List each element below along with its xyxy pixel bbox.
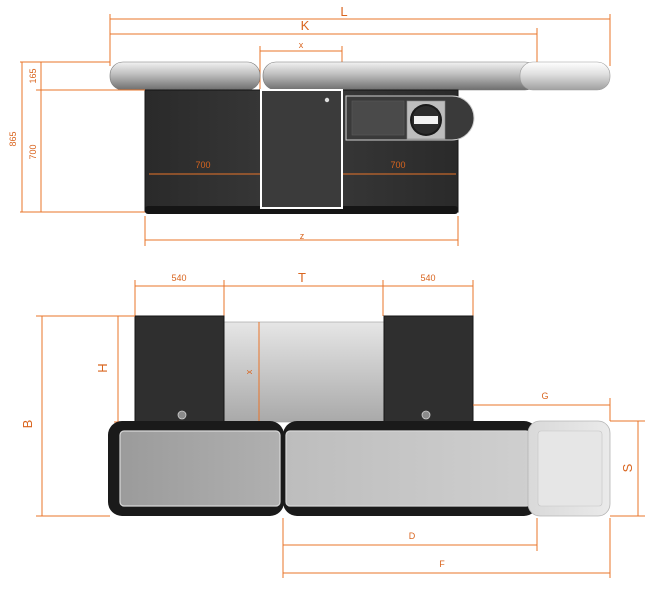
label-F: F xyxy=(439,559,445,569)
label-540-left: 540 xyxy=(171,273,186,283)
label-G: G xyxy=(541,391,548,401)
front-door-panel xyxy=(260,89,343,209)
label-700-left: 700 xyxy=(195,160,210,170)
top-left-cabinet xyxy=(134,315,225,425)
label-165: 165 xyxy=(28,68,38,83)
label-700-height: 700 xyxy=(28,144,38,159)
front-compartment-panel xyxy=(351,100,405,136)
label-S: S xyxy=(620,463,635,472)
front-extension-belt-cover xyxy=(519,61,611,91)
label-x-top: x xyxy=(244,369,254,374)
top-view: 540 T 540 x H B G xyxy=(20,270,645,578)
top-left-knob xyxy=(177,410,187,420)
top-left-belt-surface xyxy=(119,430,281,507)
top-right-cabinet xyxy=(383,315,474,425)
top-cashier-space xyxy=(223,321,385,423)
label-H: H xyxy=(95,363,110,372)
label-B: B xyxy=(20,420,35,429)
front-left-belt-cover xyxy=(109,61,261,91)
label-z: z xyxy=(300,231,305,241)
front-view: L K x 700 700 xyxy=(8,4,611,246)
top-main-belt-surface xyxy=(285,430,531,507)
label-D: D xyxy=(409,531,416,541)
label-K: K xyxy=(301,18,310,33)
top-extension-tray-inner xyxy=(537,430,603,507)
no-entry-icon xyxy=(410,104,442,136)
label-540-right: 540 xyxy=(420,273,435,283)
label-x-front: x xyxy=(299,40,304,50)
label-865: 865 xyxy=(8,131,18,146)
label-T: T xyxy=(298,270,306,285)
front-main-belt-cover xyxy=(262,61,539,91)
front-counter-plinth xyxy=(145,206,458,214)
top-right-knob xyxy=(421,410,431,420)
front-door-lock xyxy=(324,97,330,103)
label-L: L xyxy=(340,4,347,19)
label-700-right: 700 xyxy=(390,160,405,170)
